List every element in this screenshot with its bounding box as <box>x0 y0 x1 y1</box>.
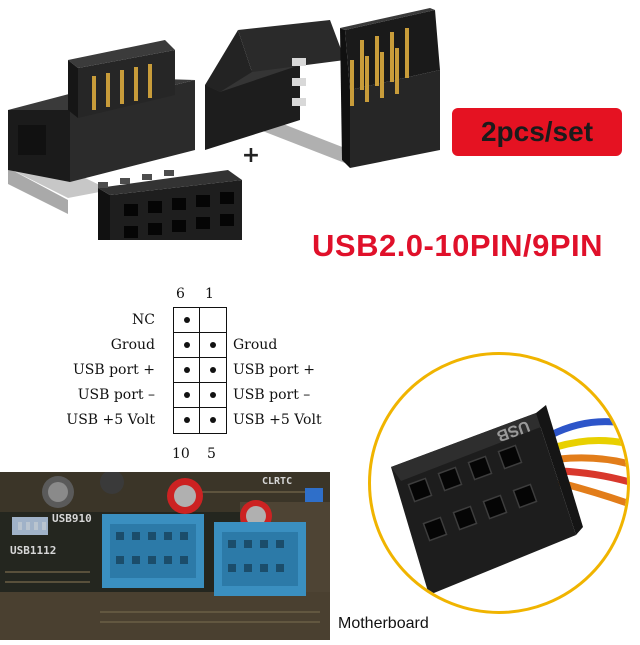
pin-dot <box>184 417 190 423</box>
pin-cell <box>200 333 226 358</box>
pin-cell <box>200 358 226 383</box>
pin-dot <box>184 367 190 373</box>
pin-cell <box>174 333 200 358</box>
pin-dot <box>210 392 216 398</box>
pin-label-right: USB port – <box>233 387 311 403</box>
pin-dot <box>210 367 216 373</box>
motherboard-photo: USB910 USB1112 CLRTC <box>0 470 330 640</box>
pin-label-left: USB +5 Volt <box>66 412 155 428</box>
pin-label-left: USB port + <box>72 362 155 378</box>
pin-number-1: 1 <box>205 286 214 302</box>
pin-dot <box>210 417 216 423</box>
pin-label-left: NC <box>132 312 155 328</box>
pin-cell <box>174 358 200 383</box>
pin-label-right: USB +5 Volt <box>233 412 322 428</box>
pin-cell <box>200 383 226 408</box>
pin-cell <box>200 408 226 433</box>
pin-label-right: Groud <box>233 337 278 353</box>
silkscreen-usb910: USB910 <box>52 512 92 525</box>
pin-number-5: 5 <box>207 446 216 462</box>
adapter-left-photo <box>0 0 250 240</box>
pinout-diagram: 6 1 NC Groud USB port + USB port – USB +… <box>0 280 360 470</box>
pin-label-left: Groud <box>110 337 155 353</box>
model-title: USB2.0-10PIN/9PIN <box>312 228 604 263</box>
pin-dot <box>210 342 216 348</box>
pin-cell <box>174 308 200 333</box>
pin-number-10: 10 <box>172 446 190 462</box>
motherboard-caption: Motherboard <box>338 615 429 632</box>
adapter-right-photo <box>200 0 450 185</box>
pin-dot <box>184 317 190 323</box>
pin-number-6: 6 <box>176 286 185 302</box>
pin-label-left: USB port – <box>77 387 155 403</box>
pin-dot <box>184 392 190 398</box>
silkscreen-usb1112: USB1112 <box>10 544 57 557</box>
plus-sign: + <box>241 143 261 168</box>
quantity-badge: 2pcs/set <box>452 108 622 156</box>
connector-closeup-inset: USB <box>368 352 630 614</box>
pin-label-right: USB port + <box>233 362 316 378</box>
pin-cell <box>174 383 200 408</box>
pin-header-grid <box>173 307 227 434</box>
pin-dot <box>184 342 190 348</box>
pin-cell-empty <box>200 308 226 333</box>
silkscreen-clrtc: CLRTC <box>262 476 293 487</box>
pin-cell <box>174 408 200 433</box>
